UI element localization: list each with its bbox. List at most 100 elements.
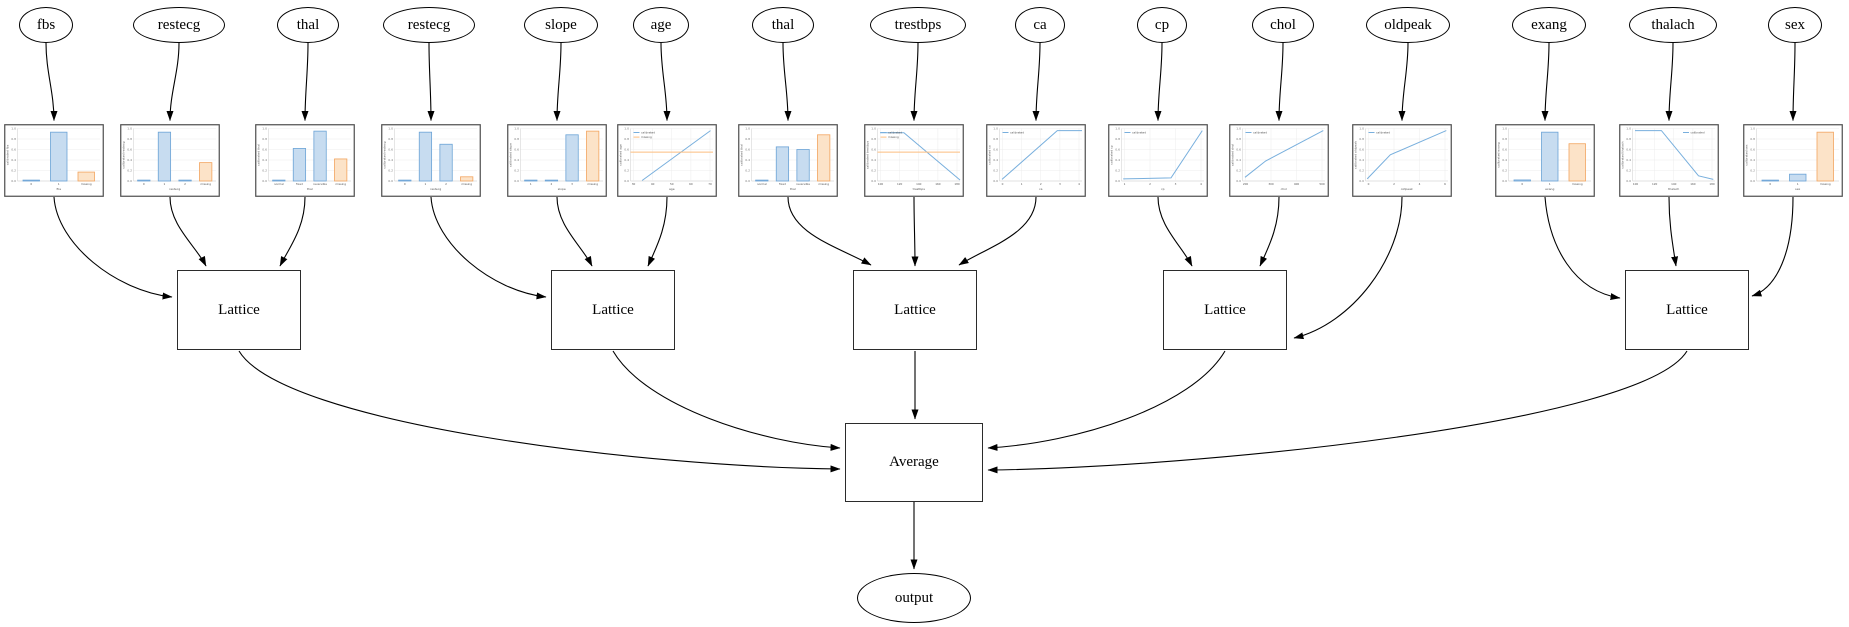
input-node-label: oldpeak — [1384, 16, 1432, 33]
input-node-label: thal — [296, 16, 320, 33]
input-node-label: chol — [1270, 16, 1296, 33]
input-node-label: fbs — [36, 16, 56, 33]
edge — [787, 196, 872, 266]
svg-text:0.2: 0.2 — [1359, 169, 1364, 173]
line-calibrated — [880, 132, 961, 181]
input-node-fbs-0: fbs — [19, 7, 73, 43]
svg-text:0.0: 0.0 — [388, 179, 393, 183]
edge — [45, 42, 58, 121]
edge — [301, 42, 309, 121]
svg-text:0.6: 0.6 — [624, 148, 629, 152]
input-node-label: age — [650, 16, 672, 33]
input-node-trestbps-7: trestbps — [870, 7, 966, 43]
svg-text:4: 4 — [1419, 182, 1421, 186]
edge — [53, 196, 173, 300]
svg-text:1.0: 1.0 — [745, 127, 750, 131]
lattice-node-1: Lattice — [177, 270, 301, 350]
svg-text:100: 100 — [1633, 182, 1639, 186]
svg-text:0.8: 0.8 — [262, 137, 267, 141]
svg-text:restecg: restecg — [169, 187, 180, 191]
svg-text:missing: missing — [461, 182, 472, 186]
svg-text:0.6: 0.6 — [745, 148, 750, 152]
svg-text:calibrated restecg: calibrated restecg — [122, 141, 126, 168]
svg-text:120: 120 — [897, 182, 903, 186]
svg-text:missing: missing — [335, 182, 346, 186]
svg-text:180: 180 — [954, 182, 960, 186]
edge — [238, 350, 841, 473]
svg-text:0.6: 0.6 — [1502, 148, 1507, 152]
bar-thal-normal — [755, 179, 769, 182]
svg-text:0.6: 0.6 — [388, 148, 393, 152]
svg-text:calibrated cp: calibrated cp — [1110, 145, 1114, 165]
input-node-label: exang — [1531, 16, 1567, 33]
lattice-node-4: Lattice — [1163, 270, 1287, 350]
svg-text:0.6: 0.6 — [871, 148, 876, 152]
svg-text:180: 180 — [1709, 182, 1715, 186]
svg-text:calibrated: calibrated — [1132, 131, 1146, 135]
svg-text:calibrated ca: calibrated ca — [988, 145, 992, 165]
edge — [987, 350, 1226, 451]
svg-text:2: 2 — [184, 182, 186, 186]
svg-text:0.8: 0.8 — [1502, 137, 1507, 141]
svg-text:slope: slope — [558, 187, 566, 191]
input-node-label: restecg — [157, 16, 201, 33]
input-node-label: cp — [1154, 16, 1170, 33]
svg-text:0.0: 0.0 — [871, 179, 876, 183]
edge — [169, 196, 207, 267]
input-node-thalach-13: thalach — [1629, 7, 1717, 43]
svg-text:0.0: 0.0 — [624, 179, 629, 183]
svg-text:calibrated: calibrated — [641, 131, 655, 135]
input-node-chol-10: chol — [1252, 7, 1314, 43]
svg-text:1: 1 — [1797, 182, 1799, 186]
svg-text:exang: exang — [1545, 187, 1554, 191]
input-node-label: sex — [1785, 16, 1805, 33]
edge — [1668, 196, 1679, 267]
edge — [427, 42, 435, 121]
bar-restecg-2 — [178, 179, 192, 182]
svg-text:thal: thal — [307, 187, 313, 191]
average-label: Average — [889, 454, 939, 470]
svg-text:age: age — [669, 187, 675, 191]
bar-fbs-1 — [50, 131, 68, 182]
svg-text:200: 200 — [1243, 182, 1249, 186]
edge — [1275, 42, 1284, 121]
edge — [647, 196, 668, 267]
svg-text:0.2: 0.2 — [1502, 169, 1507, 173]
svg-text:0: 0 — [1769, 182, 1771, 186]
svg-text:normal: normal — [274, 182, 284, 186]
input-node-ca-8: ca — [1015, 7, 1065, 43]
bar-exang-0 — [1513, 179, 1531, 182]
svg-text:reversible: reversible — [796, 182, 810, 186]
input-node-slope-4: slope — [524, 7, 598, 43]
input-node-label: thal — [771, 16, 795, 33]
svg-text:1.0: 1.0 — [1626, 127, 1631, 131]
svg-text:160: 160 — [1690, 182, 1696, 186]
svg-text:0.8: 0.8 — [1626, 137, 1631, 141]
svg-text:0.8: 0.8 — [127, 137, 132, 141]
line-calibrated — [1123, 130, 1203, 180]
input-node-thal-6: thal — [752, 7, 814, 43]
svg-text:1: 1 — [164, 182, 166, 186]
svg-text:oldpeak: oldpeak — [1401, 187, 1413, 191]
svg-text:trestbps: trestbps — [913, 187, 926, 191]
edge — [911, 196, 919, 267]
svg-text:calibrated: calibrated — [1691, 131, 1705, 135]
svg-text:missing: missing — [1572, 182, 1583, 186]
average-node: Average — [845, 423, 983, 502]
edge — [1541, 42, 1550, 121]
svg-text:1.0: 1.0 — [624, 127, 629, 131]
bar-sex-missing — [1816, 131, 1834, 182]
bar-thal-missing — [334, 158, 348, 182]
svg-text:4: 4 — [1200, 182, 1202, 186]
svg-text:0.6: 0.6 — [262, 148, 267, 152]
svg-text:0.0: 0.0 — [1236, 179, 1241, 183]
